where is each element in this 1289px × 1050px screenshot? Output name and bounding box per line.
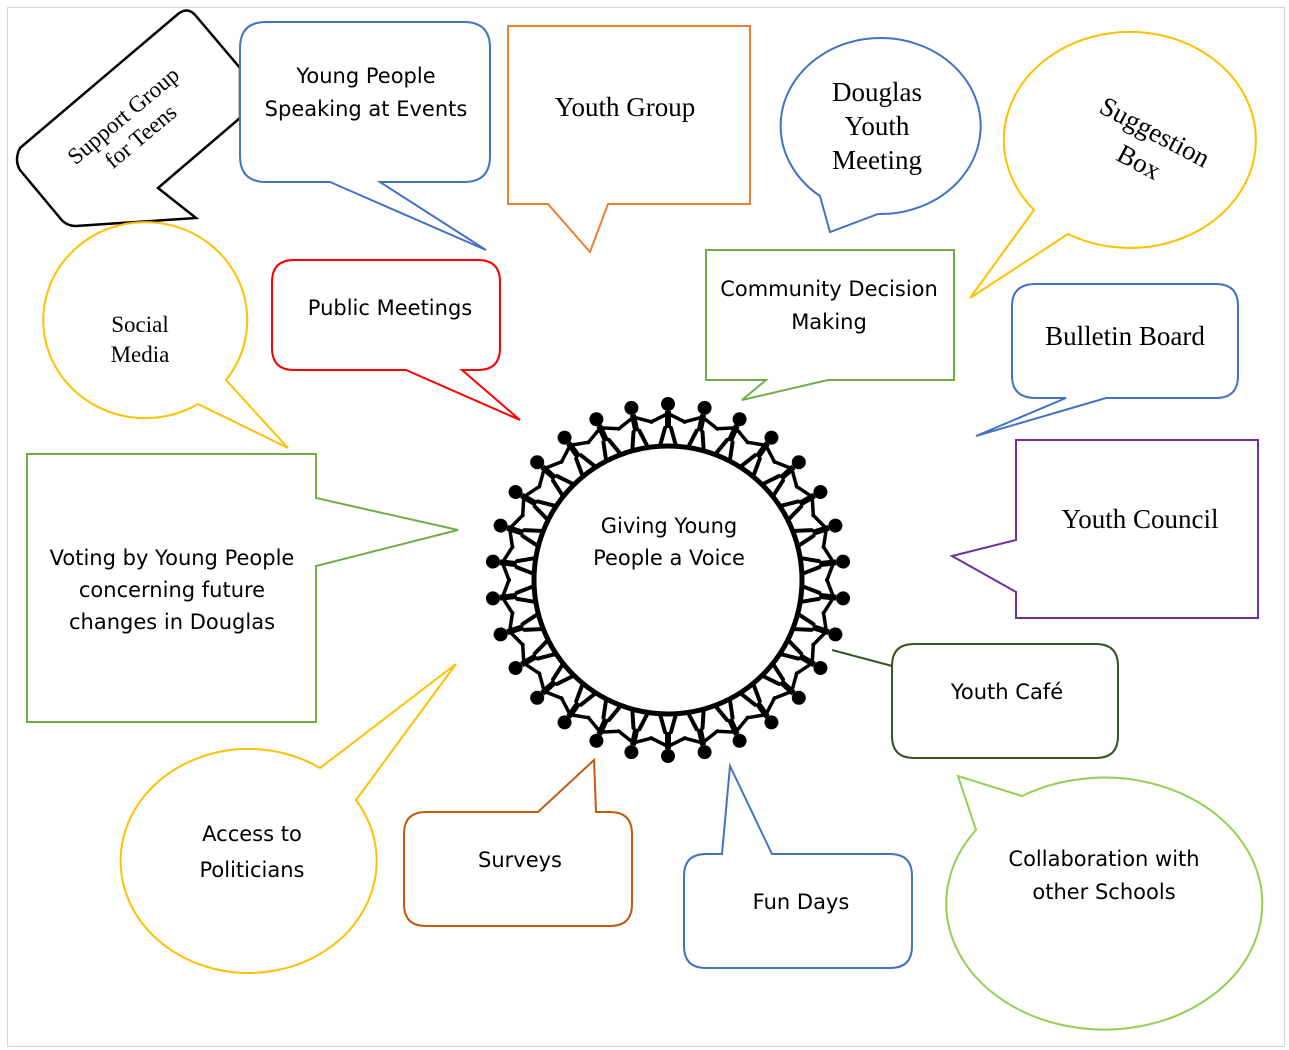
person-figure-icon (557, 681, 598, 730)
bubble-suggestion-box (969, 30, 1257, 299)
bubble-surveys (403, 757, 633, 927)
people-ring-icon (485, 397, 851, 763)
person-figure-icon (760, 661, 806, 705)
label-voting: Voting by Young People concerning future… (49, 546, 295, 634)
person-figure-icon (682, 707, 720, 760)
label-collaboration: Collaboration with other Schools (1008, 847, 1200, 904)
person-figure-icon (493, 610, 546, 647)
person-figure-icon (557, 430, 598, 479)
person-figure-icon (790, 513, 843, 550)
person-figure-icon (649, 712, 687, 763)
person-figure-icon (778, 638, 828, 676)
label-youth-group: Youth Group (554, 92, 696, 122)
label-bulletin-board: Bulletin Board (1045, 321, 1205, 351)
person-figure-icon (798, 577, 851, 616)
person-figure-icon (713, 697, 750, 748)
person-figure-icon (586, 412, 623, 463)
bubble-social-media (42, 221, 289, 449)
label-douglas-youth-meeting: Douglas Youth Meeting (832, 77, 922, 175)
person-figure-icon (778, 484, 828, 522)
bubble-youth-group (507, 25, 751, 254)
person-figure-icon (485, 577, 538, 616)
person-figure-icon (649, 397, 687, 448)
person-figure-icon (493, 513, 546, 550)
person-figure-icon (508, 638, 558, 676)
label-youth-cafe: Youth Café (950, 679, 1064, 704)
center-circle (531, 443, 805, 717)
person-figure-icon (760, 455, 806, 499)
label-youth-council: Youth Council (1061, 504, 1219, 534)
label-access-to-politicians: Access to Politicians (199, 822, 305, 882)
label-fun-days: Fun Days (752, 889, 850, 914)
bubble-collaboration (945, 774, 1264, 1031)
label-surveys: Surveys (478, 847, 562, 872)
person-figure-icon (616, 707, 654, 760)
person-figure-icon (682, 400, 720, 453)
bubble-public-meetings (271, 259, 521, 421)
bubble-youth-cafe (831, 643, 1119, 759)
person-figure-icon (738, 430, 779, 479)
bubble-douglas-youth-meeting (779, 37, 982, 234)
bubble-community-decision-making (705, 249, 955, 401)
person-figure-icon (485, 544, 538, 583)
bubble-voting (26, 453, 459, 723)
label-community-decision-making: Community Decision Making (720, 277, 938, 334)
bubble-speaking-at-events (239, 21, 491, 251)
bubble-access-to-politicians (119, 663, 457, 974)
label-social-media: Social Media (110, 312, 170, 367)
person-figure-icon (530, 661, 576, 705)
person-figure-icon (798, 544, 851, 583)
person-figure-icon (616, 400, 654, 453)
center-label: Giving Young People a Voice (593, 514, 745, 570)
person-figure-icon (508, 484, 558, 522)
bubble-support-group (15, 9, 242, 228)
person-figure-icon (738, 681, 779, 730)
person-figure-icon (586, 697, 623, 748)
bubble-youth-council (949, 439, 1259, 619)
person-figure-icon (530, 455, 576, 499)
person-figure-icon (713, 412, 750, 463)
bubble-fun-days (683, 762, 913, 969)
label-speaking-at-events: Young People Speaking at Events (264, 64, 468, 121)
bubble-bulletin-board (975, 283, 1239, 437)
person-figure-icon (790, 610, 843, 647)
page-frame (7, 7, 1285, 1047)
label-public-meetings: Public Meetings (307, 295, 473, 320)
